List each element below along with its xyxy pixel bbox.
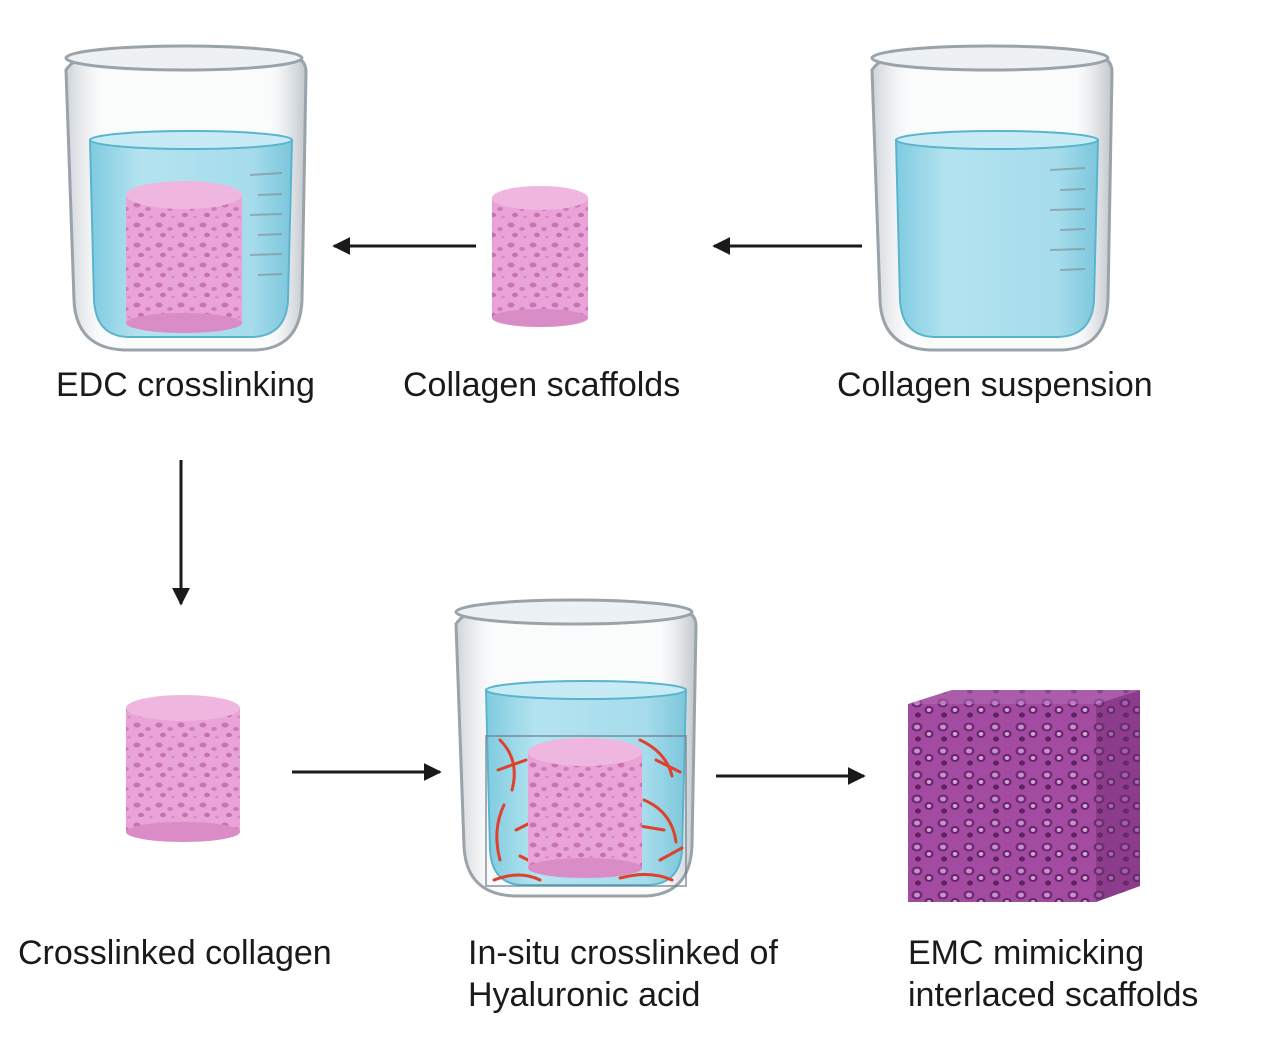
label-emc-mimicking: EMC mimicking interlaced scaffolds	[908, 932, 1198, 1016]
label-emc-line1: EMC mimicking	[908, 934, 1145, 972]
scaffold-in-insitu-beaker	[528, 738, 642, 878]
label-collagen-scaffolds: Collagen scaffolds	[403, 366, 681, 404]
beaker-insitu-crosslinked	[454, 598, 698, 898]
label-insitu-line1: In-situ crosslinked of	[468, 934, 778, 972]
collagen-scaffold	[492, 186, 588, 327]
crosslinked-collagen-scaffold	[126, 695, 240, 842]
scaffold-in-edc-beaker	[126, 181, 242, 333]
beaker-collagen-suspension	[870, 44, 1114, 352]
label-crosslinked-collagen: Crosslinked collagen	[18, 934, 332, 972]
emc-interlaced-scaffold-cube	[908, 690, 1140, 902]
beaker-edc-crosslinking	[64, 44, 308, 352]
label-collagen-suspension: Collagen suspension	[837, 366, 1153, 404]
label-insitu-crosslinked: In-situ crosslinked of Hyaluronic acid	[468, 932, 778, 1016]
label-insitu-line2: Hyaluronic acid	[468, 976, 701, 1014]
label-edc-crosslinking: EDC crosslinking	[56, 366, 315, 404]
label-emc-line2: interlaced scaffolds	[908, 976, 1199, 1014]
